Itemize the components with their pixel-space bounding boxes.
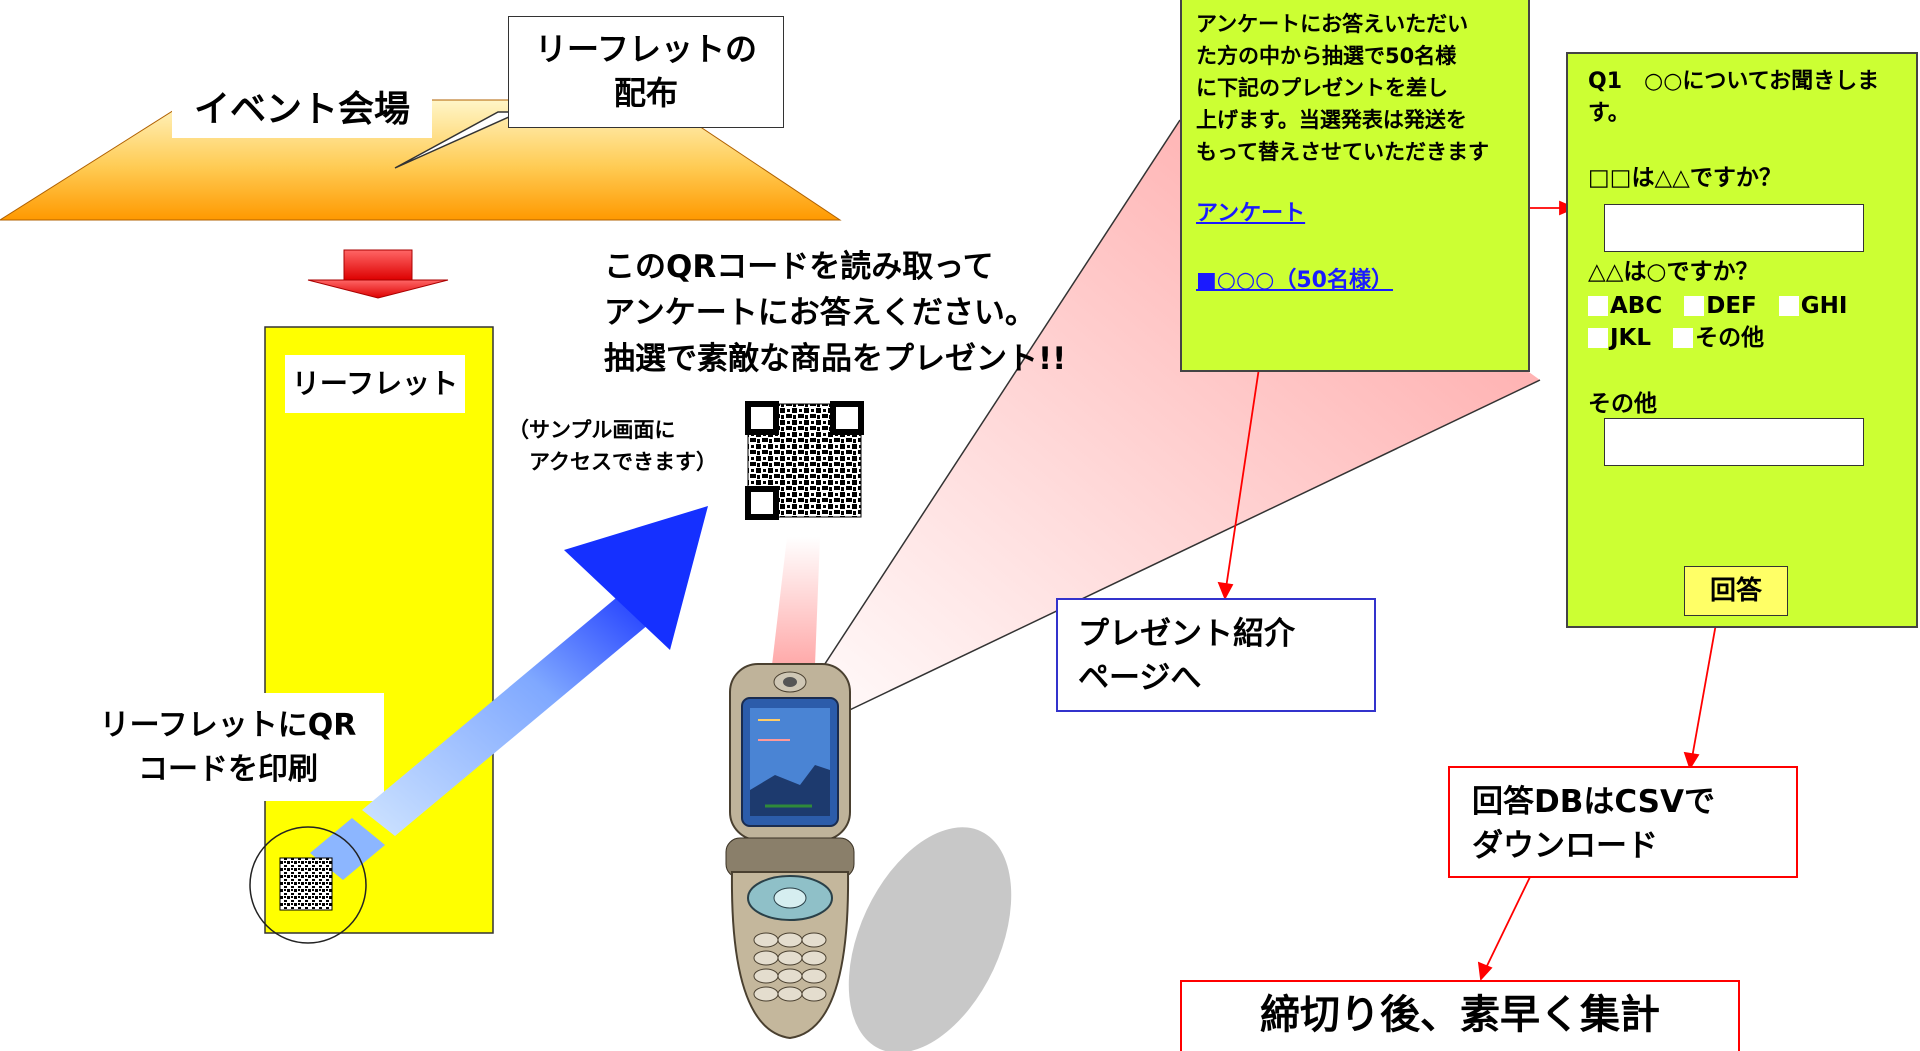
option-jkl[interactable]: JKL xyxy=(1588,325,1651,351)
survey-link[interactable]: アンケート xyxy=(1196,201,1306,226)
checkbox[interactable] xyxy=(1588,328,1608,348)
question-2: □□は△△ですか？ xyxy=(1588,165,1782,191)
leaflet-note-bg xyxy=(72,693,384,801)
phone-shadow xyxy=(848,827,1012,1051)
option-abc[interactable]: ABC xyxy=(1588,293,1662,319)
leaflet-qr-note: リーフレットにQR コードを印刷 xyxy=(99,708,357,787)
scan-arrow xyxy=(310,506,708,880)
sample-access-note: （サンプル画面に アクセスできます） xyxy=(508,418,717,474)
question-3: △△は○ですか？ xyxy=(1588,259,1759,285)
mobile-page-intro: アンケートにお答えいただい た方の中から抽選で50名様 に下記のプレゼントを差し… xyxy=(1196,12,1489,164)
checkbox[interactable] xyxy=(1684,296,1705,316)
venue-label: イベント会場 xyxy=(172,82,432,138)
option-def[interactable]: DEF xyxy=(1684,293,1757,319)
submit-button[interactable]: 回答 xyxy=(1684,566,1788,616)
option-list: ABC DEF GHI JKL その他 xyxy=(1588,290,1918,354)
summary-box: 締切り後、素早く集計 xyxy=(1180,980,1740,1051)
mobile-page-panel: アンケートにお答えいただい た方の中から抽選で50名様 に下記のプレゼントを差し… xyxy=(1180,0,1530,372)
leaflet-title: リーフレット xyxy=(291,367,459,400)
present-page-box: プレゼント紹介 ページへ xyxy=(1056,598,1376,712)
survey-form-panel: Q1 ○○についてお聞きしま す。 □□は△△ですか？ △△は○ですか？ ABC… xyxy=(1566,52,1918,628)
option-other[interactable]: その他 xyxy=(1673,325,1764,351)
other-label: その他 xyxy=(1588,391,1657,417)
leaflet-panel xyxy=(264,326,494,934)
checkbox[interactable] xyxy=(1673,328,1694,348)
option-ghi[interactable]: GHI xyxy=(1778,293,1847,319)
checkbox[interactable] xyxy=(1588,296,1608,316)
present-link[interactable]: ■○○○（50名様） xyxy=(1196,268,1393,293)
down-arrow-head xyxy=(307,279,449,299)
down-arrow-shaft xyxy=(343,249,413,281)
leaflet-title-bg xyxy=(285,355,465,413)
leaflet-qr xyxy=(279,857,333,911)
csv-download-box: 回答DBはCSVで ダウンロード xyxy=(1448,766,1798,878)
question-1: Q1 ○○についてお聞きしま す。 xyxy=(1588,69,1880,126)
answer-field-1[interactable] xyxy=(1604,204,1864,252)
checkbox[interactable] xyxy=(1778,296,1799,316)
mobile-phone xyxy=(725,663,855,1040)
qr-highlight-circle xyxy=(249,826,367,944)
answer-field-other[interactable] xyxy=(1604,418,1864,466)
qr-beam xyxy=(772,537,820,665)
qr-headline: このQRコードを読み取って アンケートにお答えください。 抽選で素敵な商品をプレ… xyxy=(604,249,1067,377)
distribution-callout: リーフレットの 配布 xyxy=(508,16,784,128)
